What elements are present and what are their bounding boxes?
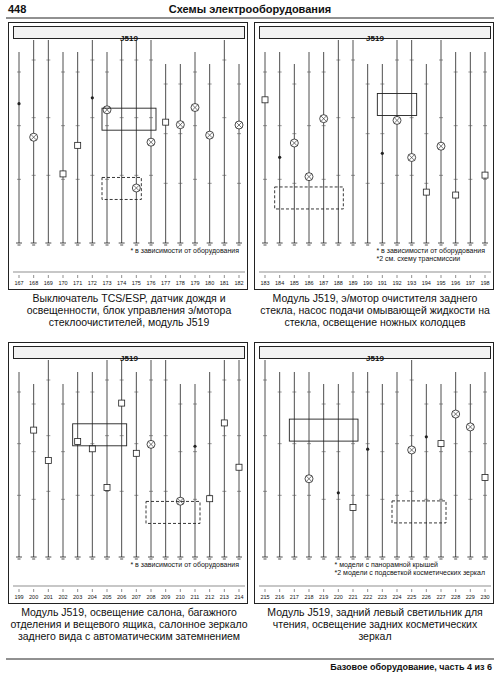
track-number: 203 (72, 594, 84, 601)
track-number: 182 (233, 280, 245, 287)
track-number: 199 (13, 594, 25, 601)
track-number: 190 (362, 280, 374, 287)
footnote-group: * в зависимости от оборудования (128, 561, 241, 569)
track-number: 169 (42, 280, 54, 287)
track-number: 219 (318, 594, 330, 601)
track-number: 228 (450, 594, 462, 601)
track-number: 191 (376, 280, 388, 287)
footnote: * в зависимости от оборудования (376, 247, 485, 255)
footnote-group: * в зависимости от оборудования (128, 247, 241, 255)
track-number: 176 (145, 280, 157, 287)
track-number: 225 (406, 594, 418, 601)
track-number: 179 (189, 280, 201, 287)
track-number: 184 (274, 280, 286, 287)
track-number: 173 (101, 280, 113, 287)
track-number: 230 (479, 594, 491, 601)
track-number: 200 (28, 594, 40, 601)
track-number: 185 (288, 280, 300, 287)
footnote: *2 модели с подсветкой косметических зер… (335, 569, 485, 577)
panel-caption: Выключатель TCS/ESP, датчик дождя и осве… (9, 292, 249, 328)
track-number: 197 (464, 280, 476, 287)
track-number: 208 (145, 594, 157, 601)
track-number: 180 (204, 280, 216, 287)
module-label: J519 (120, 354, 138, 363)
track-number: 212 (204, 594, 216, 601)
module-connector-band: J519 (13, 346, 245, 359)
track-number: 186 (303, 280, 315, 287)
page-footer: Базовое оборудование, часть 4 из 6 (330, 662, 492, 672)
track-number: 192 (391, 280, 403, 287)
track-number: 204 (86, 594, 98, 601)
track-number: 172 (86, 280, 98, 287)
track-number: 194 (420, 280, 432, 287)
track-number: 207 (130, 594, 142, 601)
footnote: * модели с панорамной крышей (335, 561, 485, 569)
track-number: 216 (274, 594, 286, 601)
track-number: 210 (174, 594, 186, 601)
track-number: 218 (303, 594, 315, 601)
track-number: 224 (391, 594, 403, 601)
footnote: *2 см. схему трансмиссии (376, 255, 485, 263)
page-title: Схемы электрооборудования (120, 3, 380, 15)
track-number: 188 (332, 280, 344, 287)
track-number: 205 (101, 594, 113, 601)
module-connector-band: J519 (259, 26, 491, 39)
track-number: 196 (450, 280, 462, 287)
track-number: 229 (464, 594, 476, 601)
schematic-panel: Модуль J519, задний левый светильник для… (254, 342, 494, 604)
track-number: 217 (288, 594, 300, 601)
module-label: J519 (366, 34, 384, 43)
track-number: 220 (332, 594, 344, 601)
track-number: 170 (57, 280, 69, 287)
track-number: 195 (435, 280, 447, 287)
track-number: 198 (479, 280, 491, 287)
track-number: 227 (435, 594, 447, 601)
track-number: 189 (347, 280, 359, 287)
track-number: 221 (347, 594, 359, 601)
track-number: 211 (189, 594, 201, 601)
panel-caption: Модуль J519, освещение салона, багажного… (9, 606, 249, 642)
track-number: 209 (160, 594, 172, 601)
schematic-panel: Модуль J519, освещение салона, багажного… (8, 342, 248, 604)
track-number: 215 (259, 594, 271, 601)
track-number: 178 (174, 280, 186, 287)
footnote-group: * модели с панорамной крышей*2 модели с … (333, 561, 487, 577)
footnote: * в зависимости от оборудования (130, 561, 239, 569)
track-number: 167 (13, 280, 25, 287)
track-number: 226 (420, 594, 432, 601)
module-label: J519 (120, 34, 138, 43)
module-connector-band: J519 (259, 346, 491, 359)
track-number: 206 (116, 594, 128, 601)
page-number: 448 (8, 3, 26, 15)
panel-caption: Модуль J519, задний левый светильник для… (255, 606, 495, 642)
track-number: 171 (72, 280, 84, 287)
module-label: J519 (366, 354, 384, 363)
track-number: 177 (160, 280, 172, 287)
track-number: 214 (233, 594, 245, 601)
track-number: 222 (362, 594, 374, 601)
schematic-panel: Выключатель TCS/ESP, датчик дождя и осве… (8, 22, 248, 290)
track-number: 168 (28, 280, 40, 287)
footnote: * в зависимости от оборудования (130, 247, 239, 255)
panel-caption: Модуль J519, э/мотор очистителя заднего … (255, 292, 495, 328)
track-number: 201 (42, 594, 54, 601)
module-connector-band: J519 (13, 26, 245, 39)
footnote-group: * в зависимости от оборудования*2 см. сх… (374, 247, 487, 263)
track-number: 187 (318, 280, 330, 287)
schematic-panel: Модуль J519, э/мотор очистителя заднего … (254, 22, 494, 290)
track-number: 202 (57, 594, 69, 601)
track-number: 174 (116, 280, 128, 287)
track-number: 183 (259, 280, 271, 287)
track-number: 193 (406, 280, 418, 287)
track-number: 181 (218, 280, 230, 287)
track-number: 223 (376, 594, 388, 601)
track-number: 213 (218, 594, 230, 601)
track-number: 175 (130, 280, 142, 287)
